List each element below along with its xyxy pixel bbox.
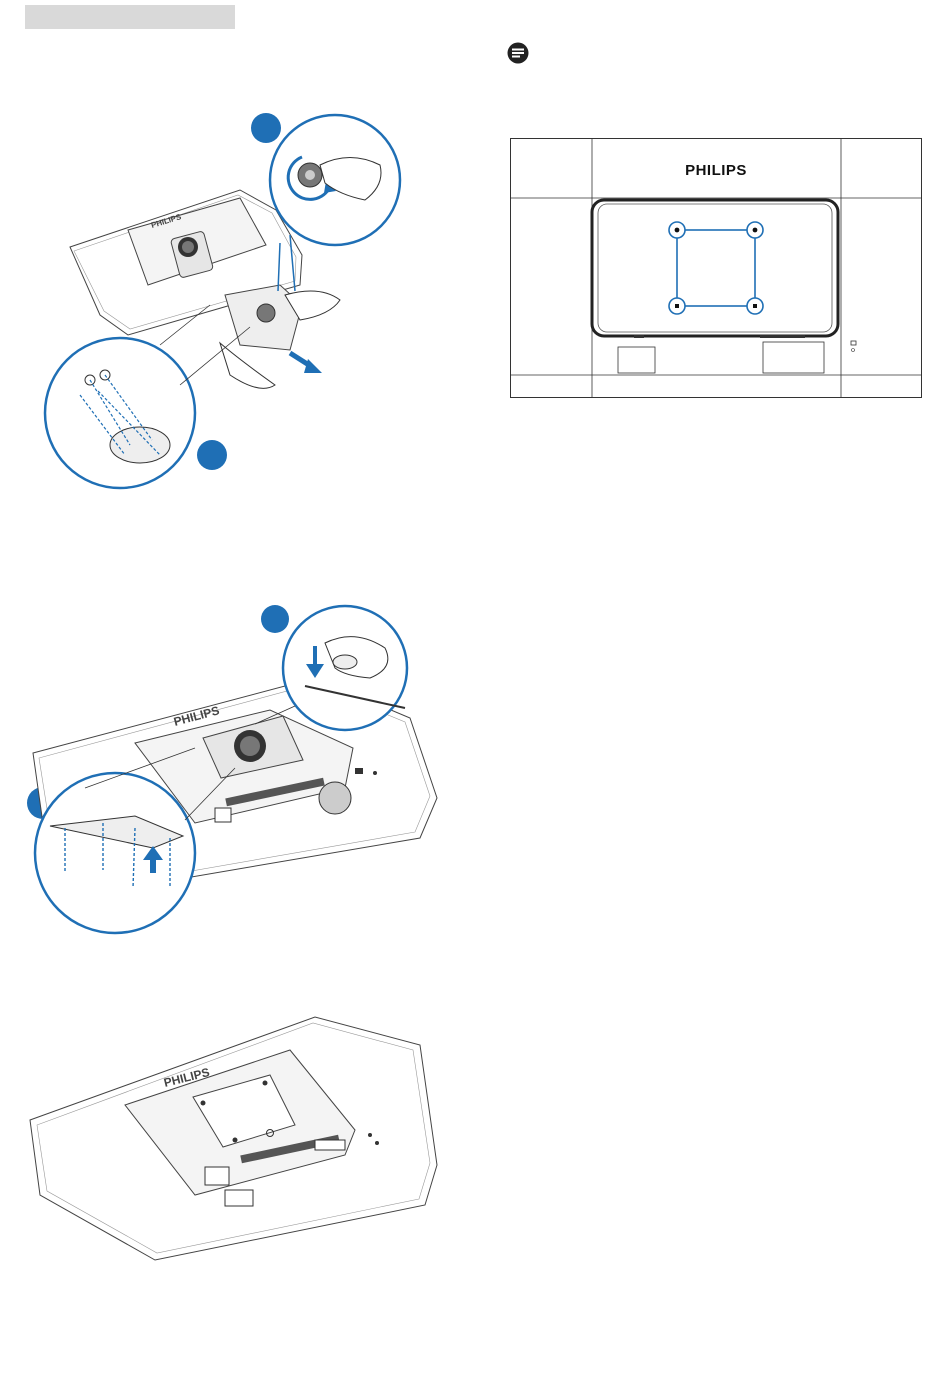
remove-base-screw-illustration: PHILIPS xyxy=(40,95,440,495)
vesa-hole xyxy=(747,298,763,314)
vesa-hole xyxy=(669,298,685,314)
monitor-back-illustration: PHILIPS xyxy=(25,1015,445,1265)
step-badge xyxy=(261,605,289,633)
press-release-button-illustration: PHILIPS xyxy=(25,598,445,938)
vesa-hole xyxy=(747,222,763,238)
step-badge xyxy=(251,113,281,143)
vesa-rear-view-diagram: PHILIPS xyxy=(510,138,922,398)
header-bar xyxy=(25,5,235,29)
step-badge xyxy=(197,440,227,470)
vesa-hole xyxy=(669,222,685,238)
note-icon xyxy=(507,42,529,64)
rear-brand-logo: PHILIPS xyxy=(685,162,747,179)
